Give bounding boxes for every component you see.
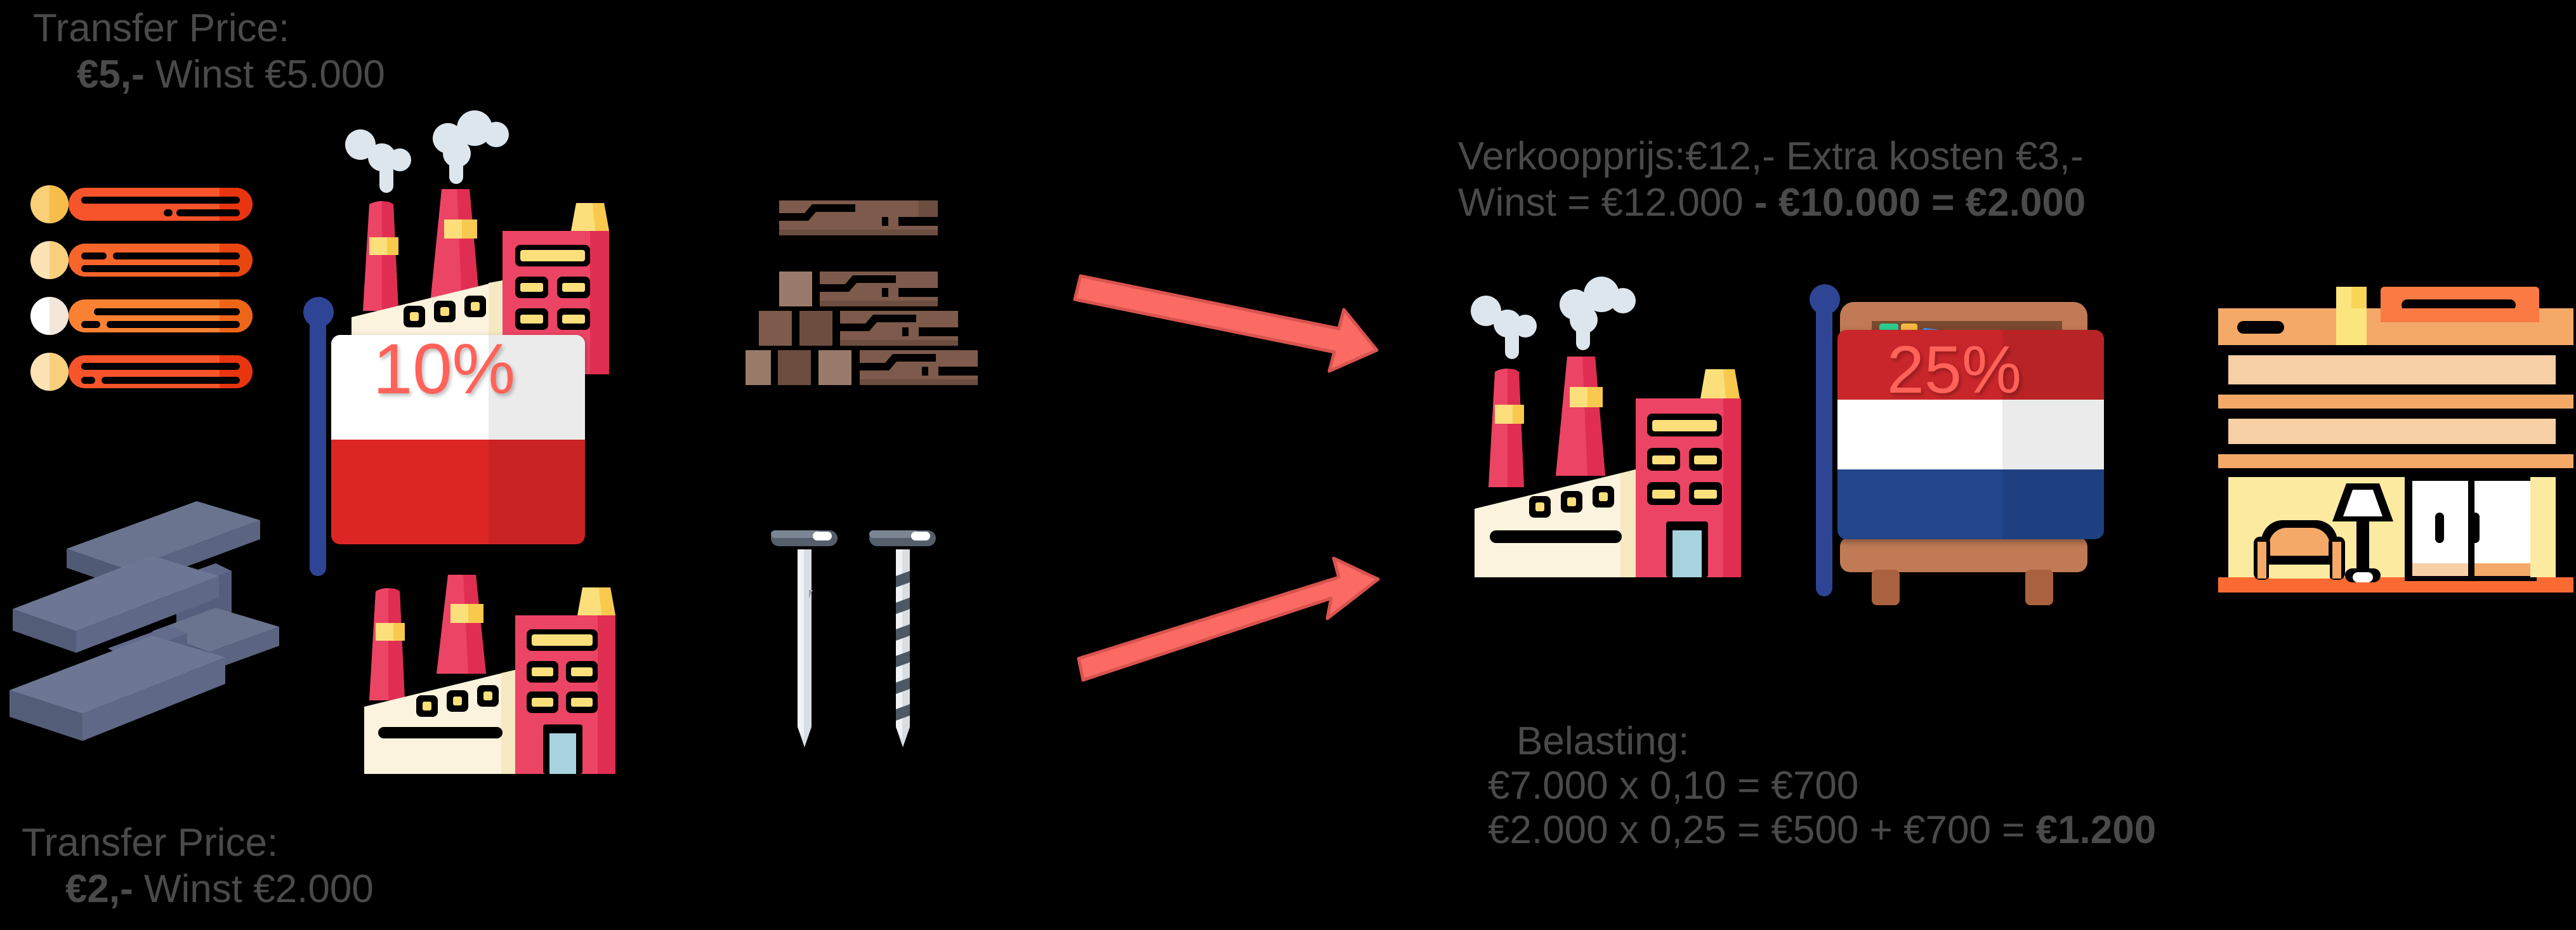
sale-price-label: Verkoopprijs:€12,- Extra kosten €3,-Wins… — [1458, 133, 2086, 226]
netherlands-flag: 25% — [1802, 266, 2106, 609]
poland-tax-percent: 10% — [372, 329, 516, 409]
copper-pipes-icon — [13, 178, 266, 419]
tax-line-2: €2.000 x 0,25 = €500 + €700 = €1.200 — [1488, 807, 2156, 853]
sale-price-line1: Verkoopprijs:€12,- Extra kosten €3,- — [1458, 134, 2084, 178]
flag-band-white — [1837, 400, 2104, 469]
tax-line-1: €7.000 x 0,10 = €700 — [1488, 764, 1859, 808]
poland-flag: 10% — [298, 279, 590, 577]
tax-line-2-total: €1.200 — [2035, 808, 2157, 852]
factory-icon — [1453, 273, 1764, 577]
flag-pole — [1816, 298, 1832, 596]
transfer-price-bottom-suffix: Winst €2.000 — [133, 867, 374, 912]
profit-line-prefix: Winst = €12.000 — [1458, 181, 1754, 225]
tax-heading: Belasting: — [1516, 719, 1690, 763]
flag-band-blue — [1837, 469, 2104, 539]
netherlands-flag-cloth — [1837, 330, 2104, 539]
flow-arrow-top — [1073, 274, 1379, 373]
flow-arrow-bottom — [1077, 556, 1380, 682]
transfer-price-bottom-prefix: Transfer Price — [22, 821, 268, 865]
transfer-price-top-label: Transfer Price: €5,- Winst €5.000 — [33, 6, 385, 97]
flag-pole — [310, 310, 326, 576]
flag-band-white — [331, 335, 585, 440]
brick-wall-icon — [746, 184, 987, 396]
profit-line-bold: - €10.000 = €2.000 — [1754, 181, 2086, 225]
transfer-price-top-prefix: Transfer Price — [33, 6, 279, 50]
netherlands-tax-percent: 25% — [1886, 332, 2022, 407]
tax-line-2-prefix: €2.000 x 0,25 = €500 + €700 = — [1488, 808, 2036, 852]
nails-screws-icon — [752, 508, 968, 787]
flag-band-red — [331, 440, 585, 544]
furniture-store-icon — [2195, 273, 2576, 603]
flag-band-red — [1837, 330, 2104, 400]
transfer-price-top-suffix: Winst €5.000 — [144, 53, 385, 97]
factory-icon — [336, 565, 628, 774]
transfer-price-bottom-label: Transfer Price: €2,- Winst €2.000 — [22, 821, 374, 912]
steel-beams-icon — [6, 501, 292, 761]
flow-arrows — [1041, 254, 1434, 698]
transfer-price-bottom-amount: €2,- — [65, 867, 133, 912]
transfer-price-top-amount: €5,- — [76, 53, 145, 97]
